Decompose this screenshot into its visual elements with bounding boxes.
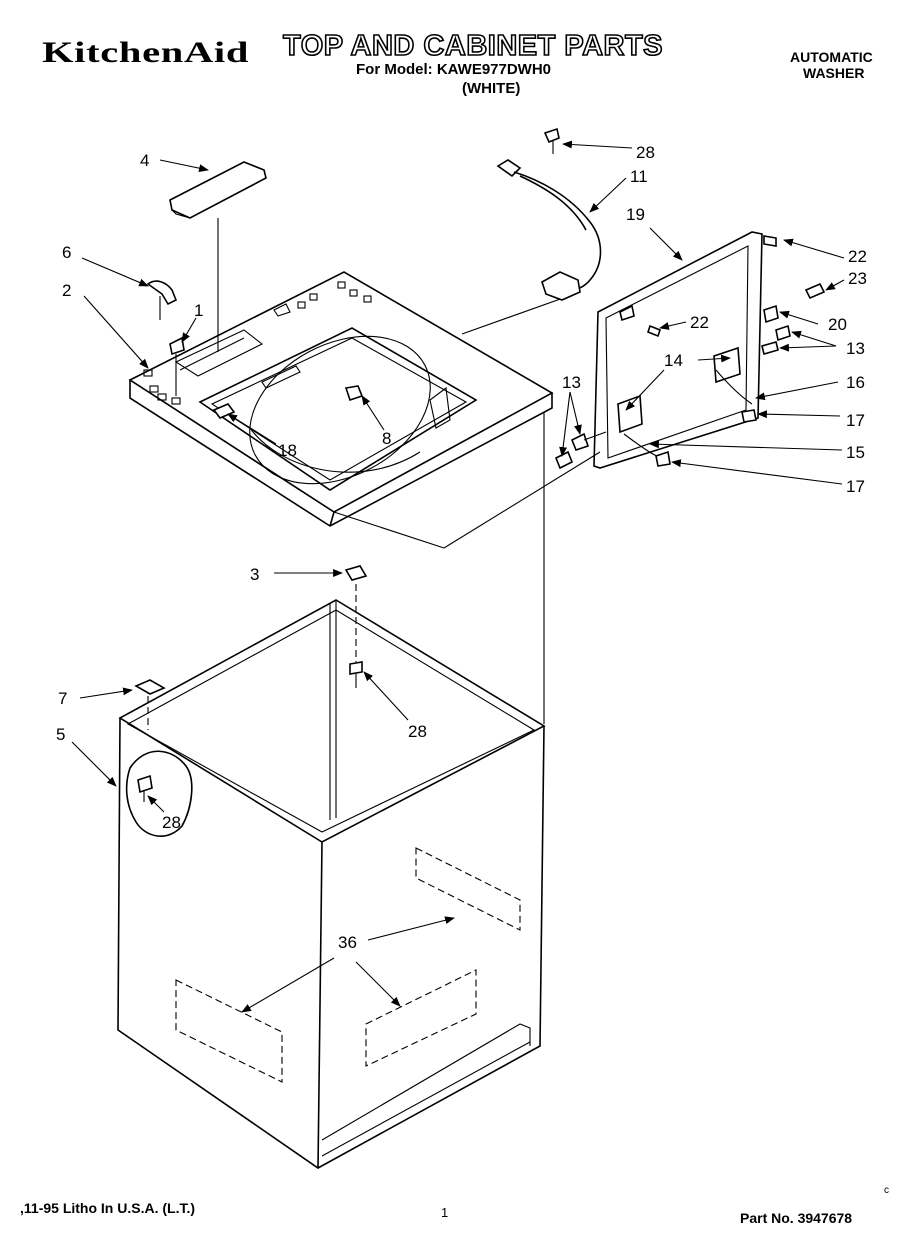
litho-note: ,11-95 Litho In U.S.A. (L.T.)	[20, 1200, 196, 1216]
wire-harness	[496, 127, 602, 301]
appliance-type-line2: WASHER	[803, 65, 865, 81]
page-title: TOP AND CABINET PARTS	[282, 29, 664, 63]
callout-6: 6	[62, 243, 71, 262]
callout-7: 7	[58, 689, 67, 708]
callout-22-top: 22	[848, 247, 867, 266]
callout-14: 14	[664, 351, 683, 370]
callout-22-mid: 22	[690, 313, 709, 332]
callout-23: 23	[848, 269, 867, 288]
callout-3: 3	[250, 565, 259, 584]
callout-17-top: 17	[846, 411, 865, 430]
callout-28-mid: 28	[408, 722, 427, 741]
leader-lines	[71, 140, 845, 1013]
appliance-type-line1: AUTOMATIC	[790, 49, 873, 65]
callout-15: 15	[846, 443, 865, 462]
callout-16: 16	[846, 373, 865, 392]
lid-part	[169, 161, 267, 352]
callout-11: 11	[630, 167, 648, 186]
model-line: For Model: KAWE977DWH0	[356, 61, 552, 78]
callout-2: 2	[62, 281, 71, 300]
washer-top-assembly	[128, 271, 601, 724]
callout-28-low: 28	[162, 813, 181, 832]
callout-labels: 28 11 19 4 22 23 6 2 1 22 20 14 13 16 13…	[56, 143, 867, 952]
callout-4: 4	[140, 151, 149, 170]
clip-parts	[146, 280, 185, 396]
part-number: Part No. 3947678	[740, 1210, 853, 1226]
callout-20: 20	[828, 315, 847, 334]
callout-13-left: 13	[562, 373, 581, 392]
console-panel	[554, 231, 826, 470]
callout-28-top: 28	[636, 143, 655, 162]
callout-8: 8	[382, 429, 391, 448]
color-line: (WHITE)	[462, 80, 521, 97]
callout-13-right: 13	[846, 339, 865, 358]
callout-5: 5	[56, 725, 65, 744]
corner-mark: c	[884, 1185, 889, 1196]
callout-1: 1	[194, 301, 203, 320]
callout-17-bottom: 17	[846, 477, 865, 496]
cabinet	[117, 565, 546, 1169]
page-number: 1	[441, 1205, 449, 1220]
callout-19: 19	[626, 205, 645, 224]
callout-18: 18	[278, 441, 297, 460]
callout-36: 36	[338, 933, 357, 952]
brand-logo: KitchenAid	[42, 36, 250, 69]
